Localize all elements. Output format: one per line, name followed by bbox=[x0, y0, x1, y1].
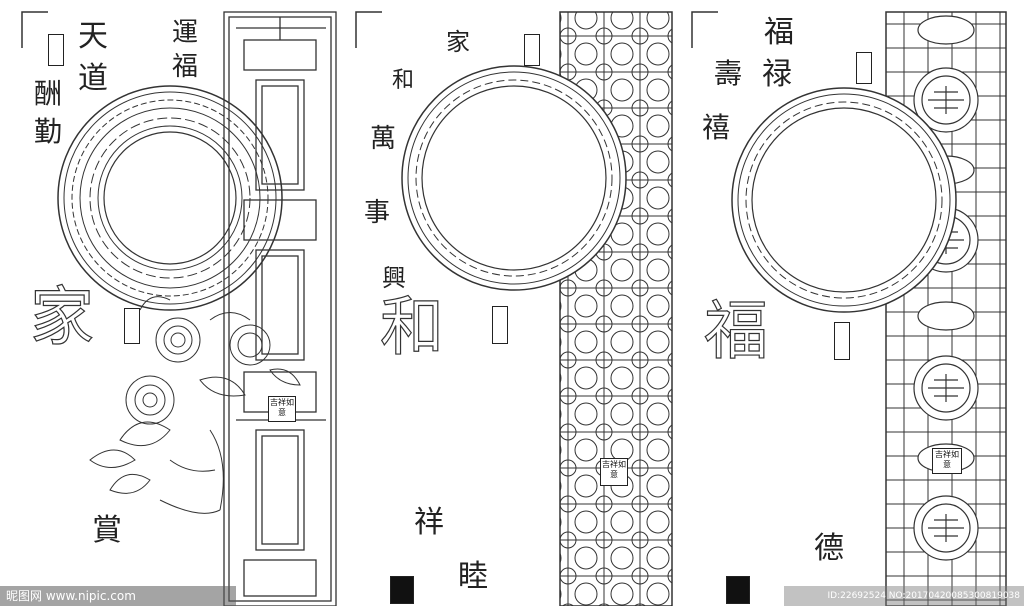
panel-fortune-artwork bbox=[691, 11, 1007, 606]
lattice-column bbox=[223, 11, 337, 606]
calligraphy-char: 運 bbox=[172, 18, 199, 48]
calligraphy-char: 福 bbox=[172, 52, 199, 82]
calligraphy-char: 萬 bbox=[370, 124, 397, 154]
calligraphy-char: 壽 bbox=[714, 57, 743, 90]
panel-family: 天 道 酬 勤 運 福 賞 家 吉祥如意 bbox=[0, 0, 340, 606]
large-calligraphy-char: 福 bbox=[703, 295, 768, 369]
calligraphy-char: 禄 bbox=[762, 57, 792, 92]
calligraphy-char: 天 bbox=[78, 19, 108, 54]
seal-stamp bbox=[492, 306, 508, 344]
calligraphy-char: 禧 bbox=[702, 111, 731, 144]
seal-stamp bbox=[48, 34, 64, 66]
seal-stamp bbox=[856, 52, 872, 84]
calligraphy-char: 賞 bbox=[92, 513, 122, 548]
seal-stamp: 吉祥如意 bbox=[932, 448, 962, 474]
calligraphy-char: 道 bbox=[78, 61, 108, 96]
corner-bracket bbox=[21, 11, 48, 48]
seal-stamp bbox=[124, 308, 140, 344]
decorative-ring bbox=[57, 85, 283, 311]
calligraphy-char: 福 bbox=[764, 15, 794, 50]
peony-flower-illustration bbox=[89, 296, 301, 514]
seal-stamp bbox=[834, 322, 850, 360]
watermark-left: 昵图网 www.nipic.com bbox=[0, 586, 236, 606]
watermark-right: ID:22692524 NO:20170420085300819038 bbox=[784, 586, 1024, 606]
calligraphy-char: 睦 bbox=[458, 559, 488, 594]
seal-stamp bbox=[726, 576, 750, 604]
calligraphy-char: 興 bbox=[382, 264, 406, 292]
seal-stamp: 吉祥如意 bbox=[600, 458, 628, 486]
calligraphy-char: 事 bbox=[364, 198, 391, 228]
calligraphy-char: 和 bbox=[392, 68, 415, 93]
decorative-ring bbox=[731, 87, 957, 313]
lattice-column bbox=[885, 11, 1007, 606]
large-calligraphy-char: 家 bbox=[29, 281, 94, 355]
corner-bracket bbox=[691, 11, 718, 48]
seal-stamp bbox=[390, 576, 414, 604]
calligraphy-char: 勤 bbox=[34, 115, 63, 148]
seal-stamp bbox=[524, 34, 540, 66]
calligraphy-char: 德 bbox=[814, 531, 844, 566]
calligraphy-char: 酬 bbox=[34, 77, 63, 110]
calligraphy-char: 家 bbox=[446, 28, 470, 56]
decorative-ring bbox=[401, 65, 627, 291]
seal-stamp: 吉祥如意 bbox=[268, 396, 296, 422]
panel-harmony: 家 和 萬 事 興 祥 睦 和 吉祥如意 bbox=[352, 0, 682, 606]
large-calligraphy-char: 和 bbox=[379, 291, 444, 365]
panel-fortune: 福 禄 壽 禧 德 福 吉祥如意 bbox=[688, 0, 1024, 606]
calligraphy-char: 祥 bbox=[414, 505, 444, 540]
corner-bracket bbox=[355, 11, 382, 48]
panel-harmony-artwork bbox=[355, 11, 673, 606]
